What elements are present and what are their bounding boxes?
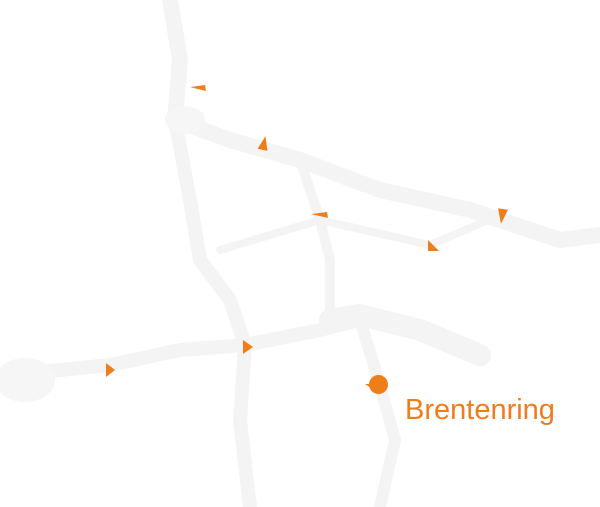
road-segment (295, 155, 335, 325)
direction-arrow-icon (311, 211, 329, 227)
direction-arrow-icon (243, 340, 253, 354)
direction-arrow-icon (365, 384, 371, 388)
stop-dot-icon[interactable] (369, 375, 388, 394)
stop-label[interactable]: Brentenring (405, 394, 555, 426)
direction-arrow-icon (106, 363, 115, 377)
direction-arrow-icon (190, 85, 207, 99)
area-patch (165, 106, 205, 134)
road-segment (216, 211, 504, 254)
area-patch (0, 358, 55, 402)
road-segment (354, 314, 401, 507)
direction-arrow-icon (496, 208, 508, 225)
road-segment (168, 113, 257, 507)
road-segment (319, 304, 491, 366)
direction-arrow-icon (428, 240, 439, 251)
road-segment (0, 313, 367, 387)
road-segment (162, 0, 600, 248)
